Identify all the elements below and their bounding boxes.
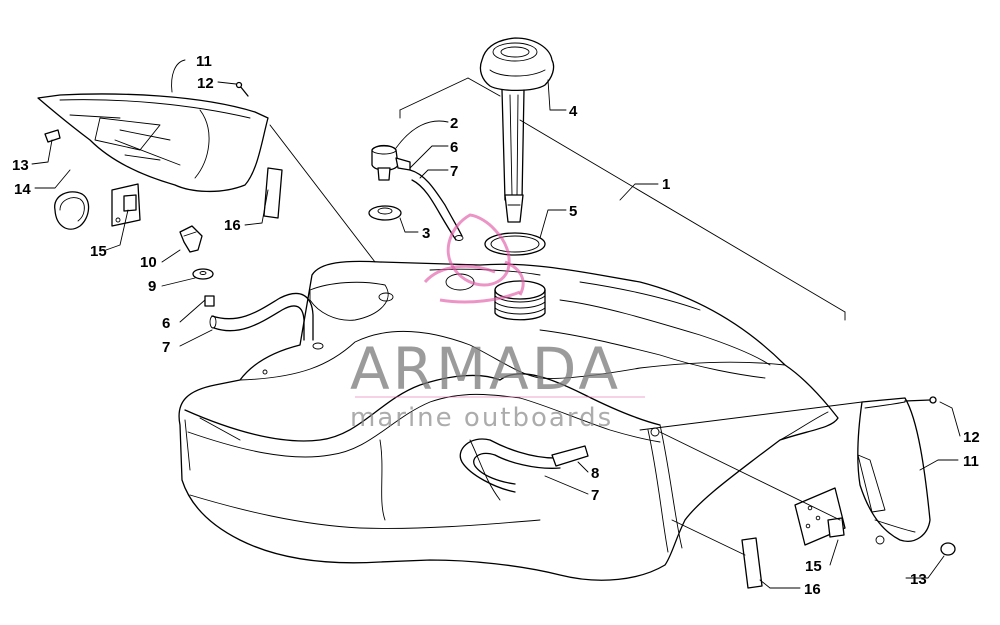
- strip-left: [263, 167, 283, 219]
- clamp-left: [204, 295, 215, 307]
- leader-lines: [31, 59, 961, 589]
- callout-13-right: 13: [910, 571, 927, 588]
- side-panel-right: [857, 397, 931, 545]
- plug-left: [44, 129, 61, 143]
- callout-6-left: 6: [162, 315, 170, 332]
- washer: [192, 268, 214, 280]
- strip-right: [741, 537, 763, 589]
- watermark-logo-icon: [423, 213, 525, 304]
- spring-clip: [54, 191, 90, 230]
- callout-11-right: 11: [963, 453, 979, 470]
- callout-7-upper: 7: [450, 163, 458, 180]
- callout-12-right: 12: [963, 429, 980, 446]
- elbow-fitting: [179, 225, 203, 253]
- callout-7-left: 7: [162, 339, 170, 356]
- callout-6-upper: 6: [450, 139, 458, 156]
- callout-16-right: 16: [804, 581, 821, 598]
- hose-front: [459, 438, 589, 493]
- callout-14: 14: [14, 181, 31, 198]
- plug-right: [940, 542, 956, 556]
- callout-11-left: 11: [196, 53, 212, 70]
- callout-13-left: 13: [12, 157, 29, 174]
- callout-3: 3: [422, 225, 430, 242]
- bolt-right: [904, 396, 937, 404]
- filler-neck: [494, 280, 546, 321]
- assembly-bracket: [399, 77, 846, 321]
- callout-16-left: 16: [224, 217, 241, 234]
- callout-2: 2: [450, 115, 458, 132]
- vent-valve: [371, 144, 411, 181]
- grommet: [368, 205, 402, 221]
- latch-bracket-left: [111, 183, 141, 227]
- callout-10: 10: [140, 254, 157, 271]
- latch-bracket-right: [794, 487, 846, 546]
- callout-1: 1: [662, 176, 670, 193]
- callout-9: 9: [148, 278, 156, 295]
- callout-15-left: 15: [90, 243, 107, 260]
- side-panel-left: [37, 93, 269, 193]
- callout-labels: 11 12 13 14 15 16 10 9 6 7 2 6 7 3 4 5 1…: [12, 53, 980, 598]
- callout-12-left: 12: [197, 75, 214, 92]
- fuel-cap-assembly: [479, 37, 555, 223]
- callout-7-front: 7: [591, 487, 599, 504]
- callout-15-right: 15: [805, 558, 822, 575]
- watermark-tagline: marine outboards: [350, 403, 613, 433]
- watermark-brand: ARMADA: [350, 335, 621, 403]
- callout-5: 5: [569, 203, 577, 220]
- callout-4: 4: [569, 103, 578, 120]
- callout-8: 8: [591, 465, 599, 482]
- watermark: ARMADA marine outboards: [350, 213, 645, 433]
- gasket-ring: [484, 232, 546, 256]
- bolt-left: [235, 81, 249, 97]
- hose-left: [209, 292, 314, 341]
